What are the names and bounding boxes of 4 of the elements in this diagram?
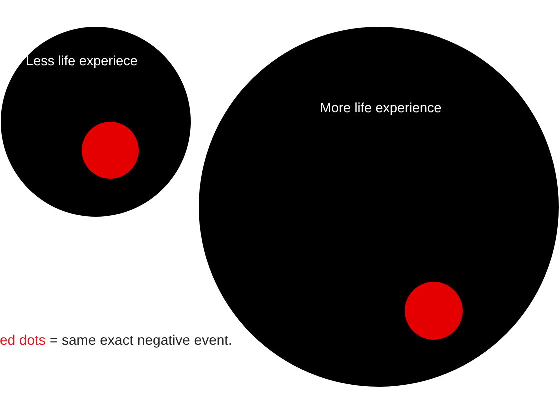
legend-key-text: ed dots xyxy=(0,333,46,347)
legend-description-text: = same exact negative event. xyxy=(50,333,232,347)
circle-label: More life experience xyxy=(320,101,442,115)
circle-label: Less life experiece xyxy=(26,54,138,68)
